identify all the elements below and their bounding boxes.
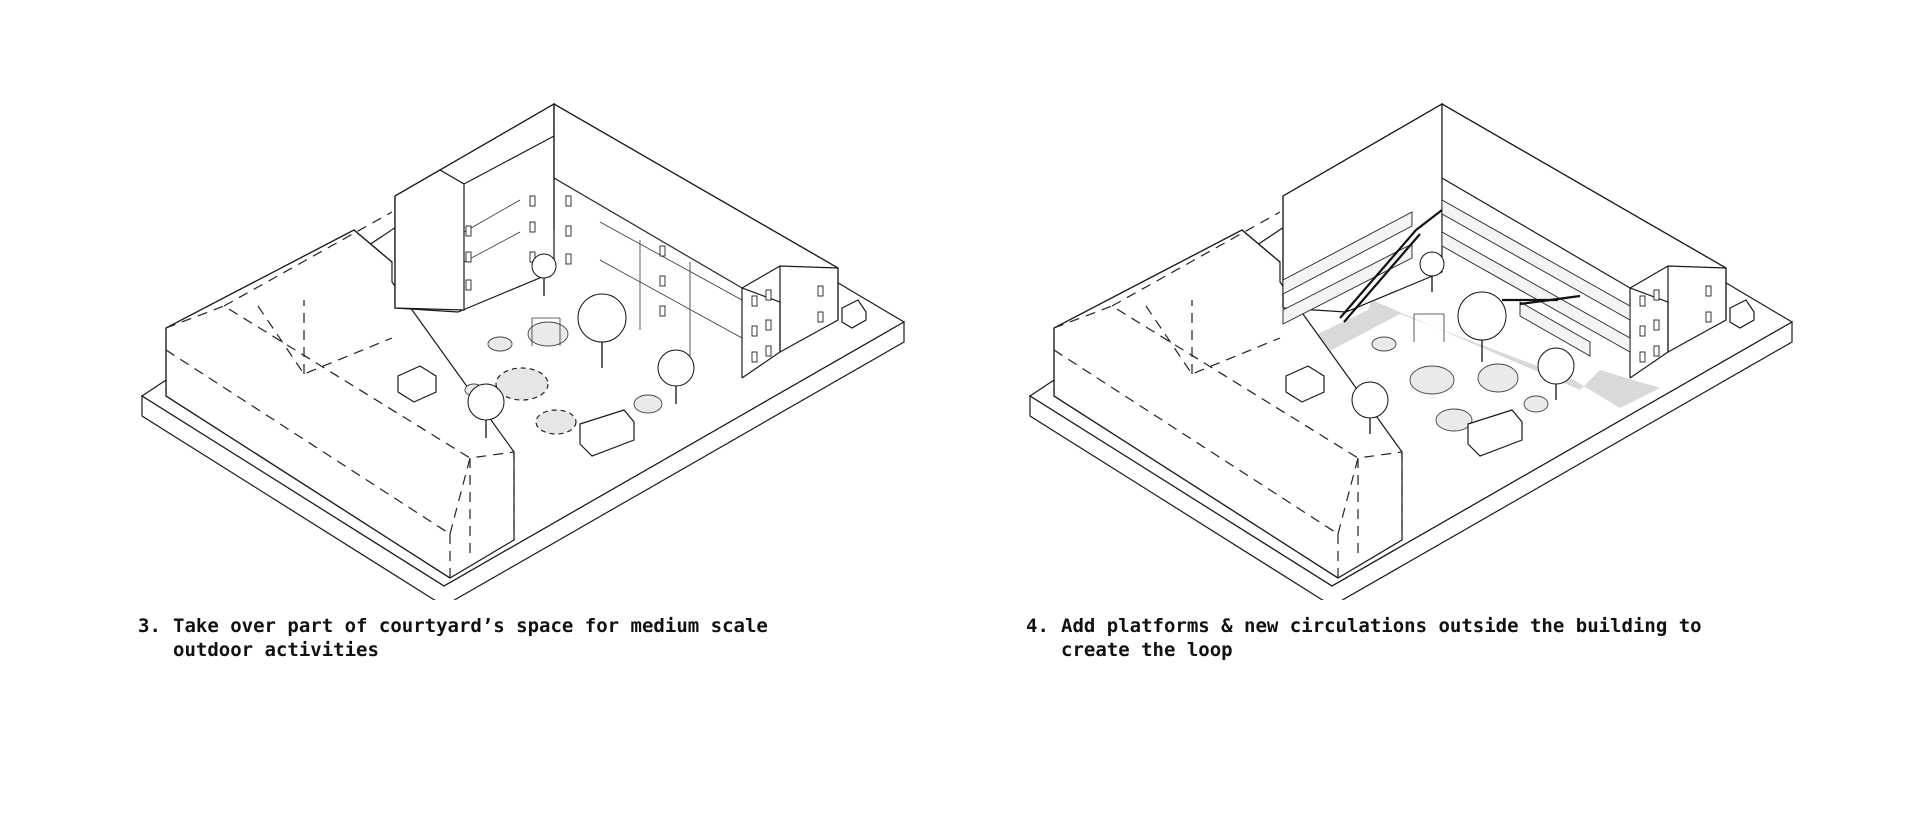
isometric-drawing-3 <box>140 102 906 600</box>
removed-wing-outline <box>1053 211 1403 579</box>
diagram-panel-4: 4. Add platforms & new circulations outs… <box>960 0 1920 840</box>
windows <box>1639 285 1712 363</box>
courtyard-activities <box>1285 313 1549 457</box>
diagram-panel-3: 3. Take over part of courtyard’s space f… <box>138 102 906 661</box>
removed-wing-outline <box>165 211 515 579</box>
caption-text: Add platforms & new circulations outside… <box>1061 615 1702 661</box>
caption-text: Take over part of courtyard’s space for … <box>173 615 768 661</box>
new-staircases <box>1339 209 1581 323</box>
parked-car <box>1729 299 1755 329</box>
trees <box>467 253 695 438</box>
trees <box>1351 251 1575 434</box>
new-platforms <box>1282 199 1631 357</box>
windows <box>465 195 824 363</box>
isometric-drawing-4 <box>1028 102 1794 600</box>
caption-number: 4. <box>1026 615 1049 637</box>
caption-number: 3. <box>138 615 161 637</box>
parked-car <box>841 299 867 329</box>
